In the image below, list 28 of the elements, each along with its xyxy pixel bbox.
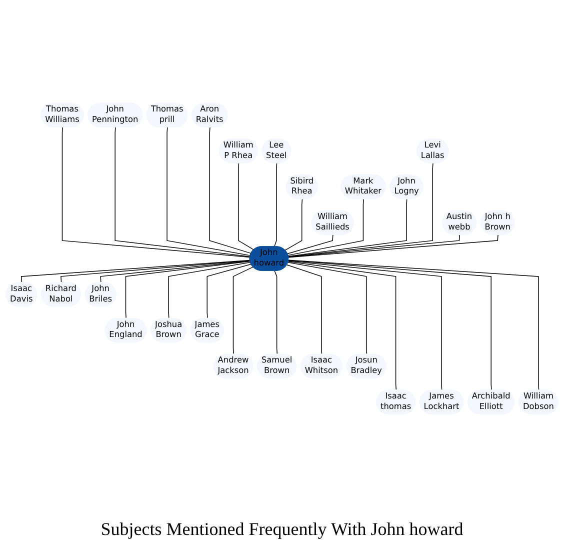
connector bbox=[100, 260, 251, 284]
connector bbox=[206, 264, 252, 320]
connector bbox=[286, 264, 322, 355]
connector bbox=[114, 126, 251, 258]
connector bbox=[288, 234, 460, 258]
connector bbox=[287, 234, 334, 254]
connector bbox=[60, 260, 251, 284]
connector bbox=[232, 266, 254, 355]
connector bbox=[274, 270, 278, 355]
connector bbox=[284, 198, 303, 251]
connector bbox=[288, 198, 408, 257]
connector bbox=[288, 260, 492, 391]
connector bbox=[166, 126, 251, 256]
connector bbox=[209, 126, 252, 254]
connector bbox=[288, 198, 364, 256]
connector bbox=[125, 260, 251, 320]
connector bbox=[62, 126, 251, 258]
connector bbox=[288, 234, 498, 258]
connector bbox=[288, 261, 397, 391]
connector bbox=[288, 262, 368, 355]
connector bbox=[288, 162, 434, 258]
connector bbox=[288, 260, 442, 391]
connector bbox=[21, 260, 250, 284]
connector bbox=[274, 162, 278, 248]
diagram-title: Subjects Mentioned Frequently With John howard bbox=[100, 518, 464, 541]
connector bbox=[168, 262, 251, 320]
connector bbox=[238, 162, 254, 250]
connector bbox=[288, 260, 540, 391]
